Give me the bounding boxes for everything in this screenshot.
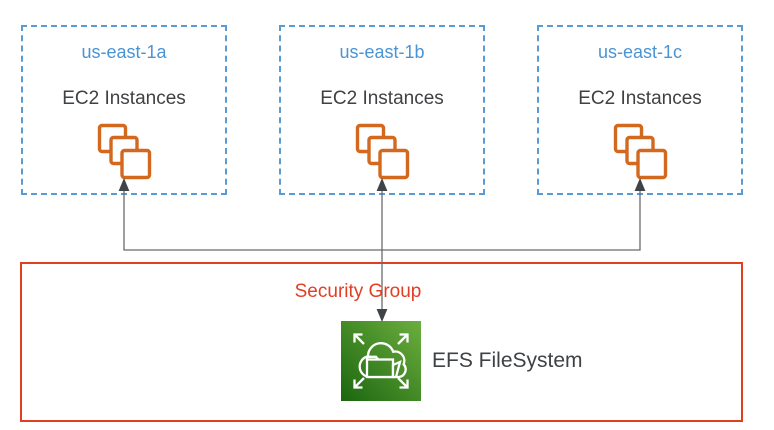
zone-label: us-east-1b: [339, 42, 425, 62]
efs-filesystem-icon: [341, 321, 421, 401]
zone-us-east-1c: us-east-1c EC2 Instances: [537, 25, 743, 195]
ec2-instances-label: EC2 Instances: [62, 88, 186, 109]
connector-outer-zones: [123, 190, 641, 251]
ec2-instances-label: EC2 Instances: [578, 88, 702, 109]
zone-label: us-east-1a: [81, 42, 167, 62]
security-group-label: Security Group: [294, 281, 422, 302]
zone-us-east-1a: us-east-1a EC2 Instances: [21, 25, 227, 195]
zone-label: us-east-1c: [597, 42, 683, 62]
ec2-instances-icon: [613, 123, 667, 180]
ec2-instances-icon: [355, 123, 409, 180]
ec2-instances-label: EC2 Instances: [320, 88, 444, 109]
efs-filesystem-label: EFS FileSystem: [432, 349, 583, 372]
zone-us-east-1b: us-east-1b EC2 Instances: [279, 25, 485, 195]
ec2-instances-icon: [97, 123, 151, 180]
